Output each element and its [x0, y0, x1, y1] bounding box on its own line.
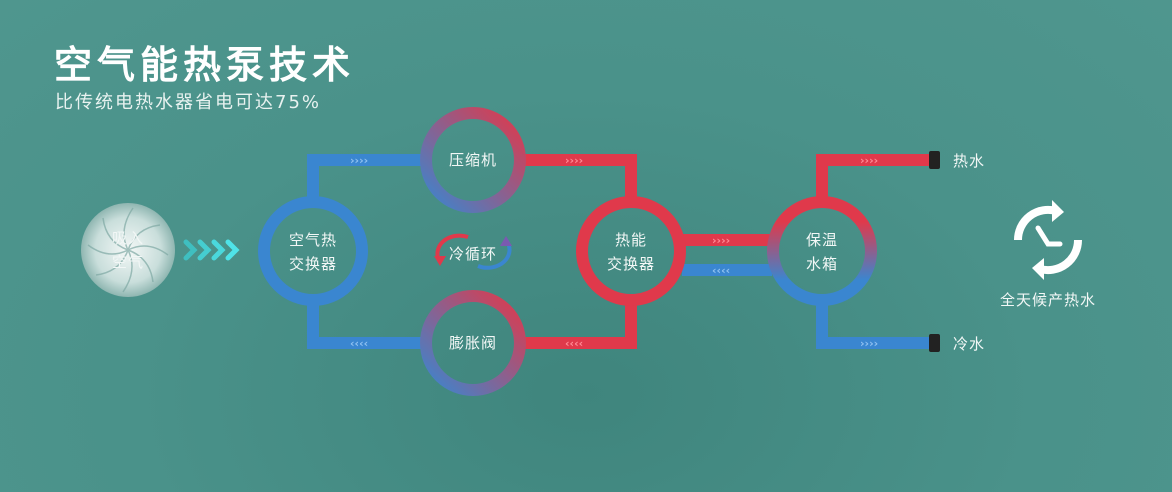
pipe-hot-bottom [521, 302, 637, 349]
chevron-icon: ›››› [712, 234, 730, 247]
chevron-icon: ‹‹‹‹ [712, 264, 730, 277]
pipe-cold-top [307, 154, 425, 200]
chevron-icon: ‹‹‹‹ [565, 337, 583, 350]
label-line: 交换器 [606, 255, 655, 273]
chevron-icon: ›››› [860, 154, 878, 167]
cycle-arrows-icon [434, 233, 512, 270]
chevron-icon: ›››› [565, 154, 583, 167]
page-subtitle: 比传统电热水器省电可达75% [55, 92, 322, 113]
chevron-icon: ‹‹‹‹ [350, 337, 368, 350]
pipe-cold-in [816, 302, 932, 349]
label-line: 热能 [614, 231, 647, 249]
intake-arrows-icon [183, 239, 240, 261]
tank-label: 保温水箱 [782, 228, 862, 276]
air-intake-label: 吸入空气 [98, 226, 158, 274]
fan-icon [81, 203, 175, 297]
flow-chevrons: ›››› ›››› ‹‹‹‹ ‹‹‹‹ ›››› ‹‹‹‹ ›››› ›››› [350, 154, 878, 350]
chevron-icon: ›››› [860, 337, 878, 350]
cold-water-label: 冷水 [953, 335, 986, 353]
label-line: 吸入 [111, 229, 144, 247]
label-line: 水箱 [805, 255, 838, 273]
compressor-label: 压缩机 [448, 151, 497, 169]
label-line: 交换器 [288, 255, 337, 273]
cycle-label: 冷循环 [448, 245, 497, 263]
pipe-hot-out [816, 154, 932, 200]
chevron-icon: ›››› [350, 154, 368, 167]
cold-water-tap-icon [929, 334, 940, 352]
all-day-label: 全天候产热水 [999, 291, 1096, 309]
air-exchanger-label: 空气热交换器 [273, 228, 353, 276]
air-exchanger-ring [258, 196, 368, 306]
label-line: 空气热 [288, 231, 337, 249]
label-line: 空气 [111, 253, 144, 271]
all-day-clock-icon [1013, 200, 1083, 280]
page-title: 空气能热泵技术 [54, 43, 356, 87]
expansion-valve-ring [420, 290, 526, 396]
pipe-hot-top [521, 154, 637, 200]
hot-water-label: 热水 [953, 152, 986, 170]
expansion-valve-label: 膨胀阀 [448, 334, 497, 352]
heat-exchanger-label: 热能交换器 [591, 228, 671, 276]
compressor-ring [420, 107, 526, 213]
pipe-cold-bottom [307, 302, 425, 349]
label-line: 保温 [805, 231, 838, 249]
hot-water-tap-icon [929, 151, 940, 169]
tank-ring [767, 196, 877, 306]
heat-exchanger-ring [576, 196, 686, 306]
